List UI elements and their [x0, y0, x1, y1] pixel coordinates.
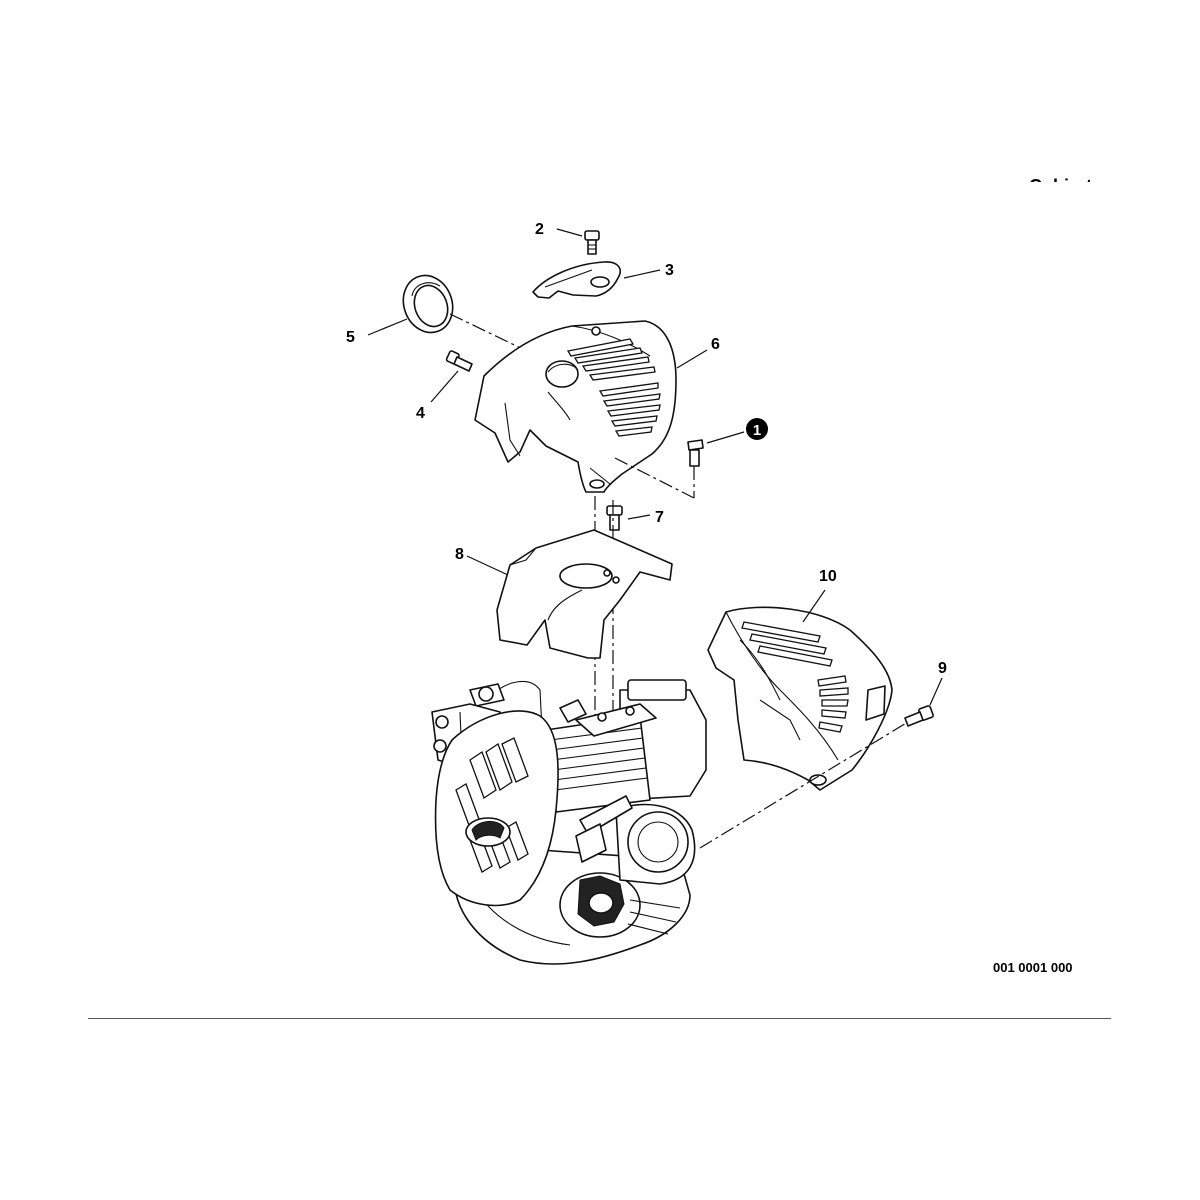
marker-1-icon: 1 — [746, 418, 768, 440]
callout-4: 4 — [416, 405, 425, 422]
footer-divider — [88, 1018, 1111, 1019]
leader-4 — [430, 370, 459, 403]
part-5-grommet — [402, 274, 454, 334]
part-6-shroud — [474, 320, 677, 493]
part-8-heat-shield — [496, 529, 673, 659]
callout-3: 3 — [665, 262, 674, 279]
part-3-cap — [532, 261, 621, 299]
axis-5 — [449, 313, 557, 366]
screw-7-icon — [606, 505, 623, 531]
leader-5 — [367, 318, 408, 336]
leader-9 — [929, 677, 943, 706]
leader-10 — [802, 589, 826, 623]
screw-1-icon — [687, 439, 704, 467]
axis-9 — [699, 721, 909, 849]
axis-1a — [614, 457, 695, 499]
marker-1-number: 1 — [753, 422, 761, 439]
callout-9: 9 — [938, 660, 947, 677]
part-10-muffler-guard — [707, 606, 893, 791]
leader-1 — [706, 431, 745, 444]
leader-7 — [627, 514, 651, 520]
screw-4-icon — [445, 350, 473, 372]
callout-10: 10 — [819, 568, 837, 585]
leader-2 — [556, 228, 583, 237]
section-title: Cubiertas — [1029, 166, 1112, 182]
leader-6 — [676, 349, 708, 369]
screw-2-icon — [584, 230, 600, 255]
callout-2: 2 — [535, 221, 544, 238]
callout-6: 6 — [711, 336, 720, 353]
leader-8 — [466, 555, 509, 576]
engine-assembly — [431, 679, 707, 965]
screw-9-icon — [904, 705, 934, 727]
callout-5: 5 — [346, 329, 355, 346]
callout-8: 8 — [455, 546, 464, 563]
diagram-reference-number: 001 0001 000 — [993, 960, 1073, 975]
callout-7: 7 — [655, 509, 664, 526]
leader-3 — [623, 269, 661, 279]
